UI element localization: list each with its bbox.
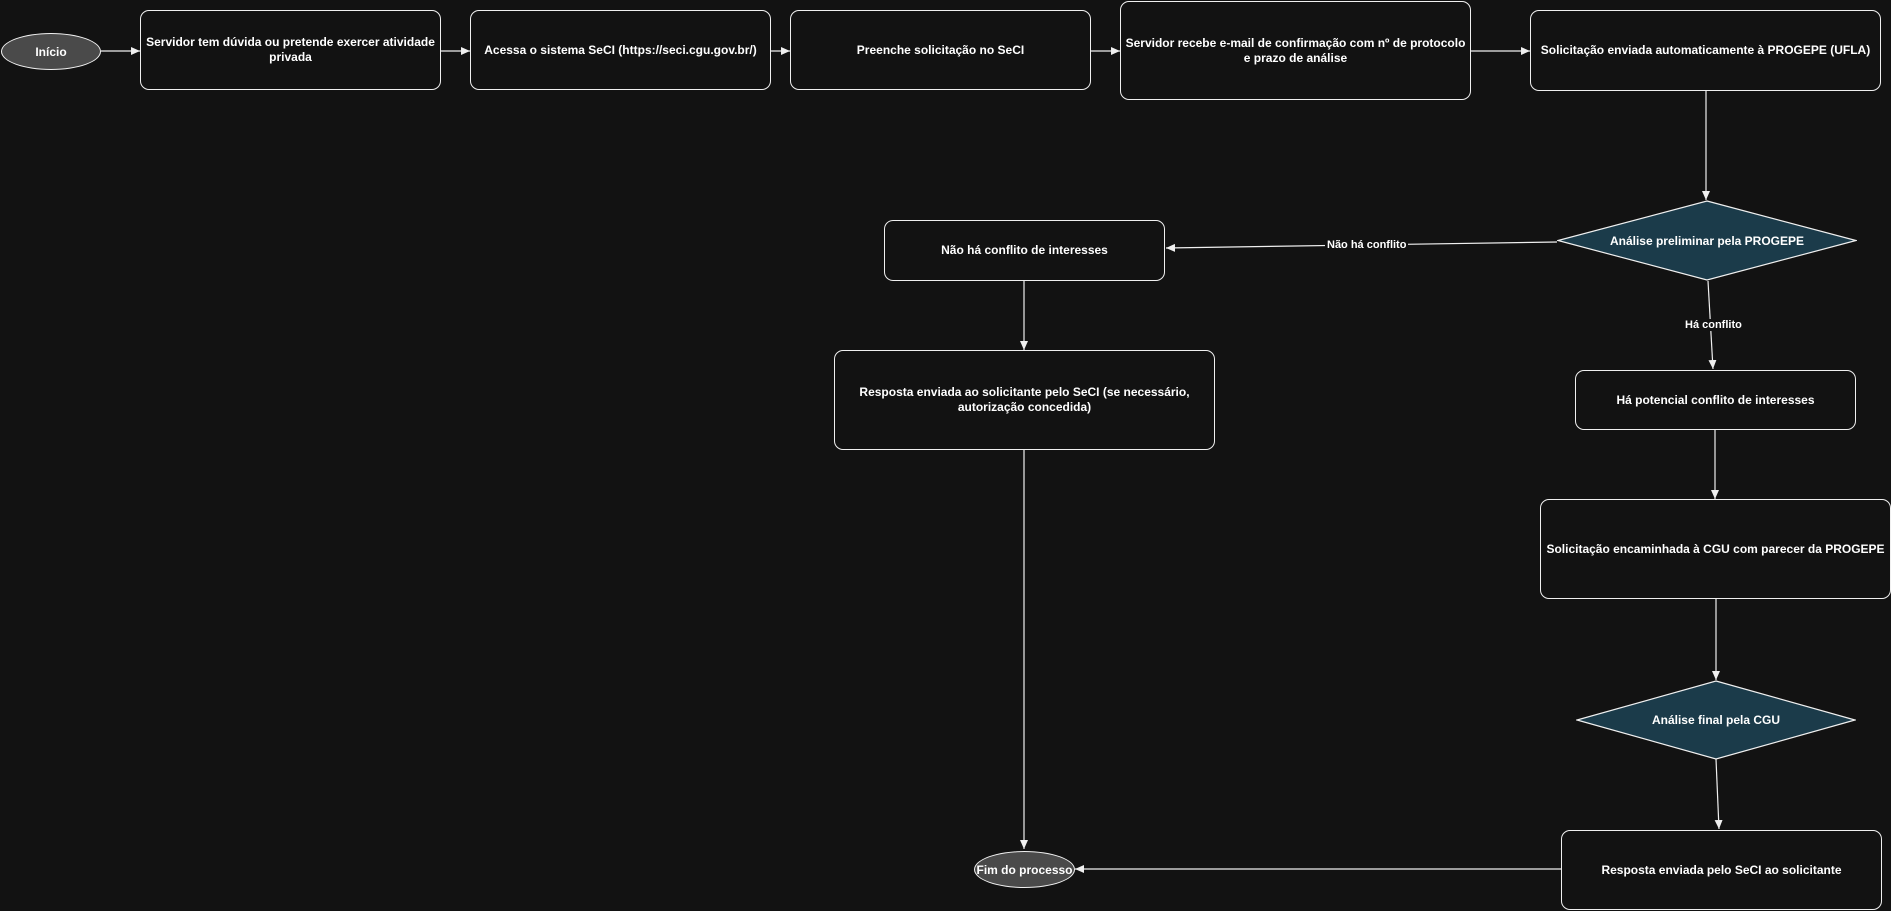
step-fill-request: Preenche solicitação no SeCI xyxy=(790,10,1091,90)
decision-prelim-progepe: Análise preliminar pela PROGEPE xyxy=(1557,200,1857,281)
end-node: Fim do processo xyxy=(974,851,1075,888)
decision-final-label: Análise final pela CGU xyxy=(1651,713,1781,727)
step-forward-cgu: Solicitação encaminhada à CGU com parece… xyxy=(1540,499,1891,599)
decision-final-cgu: Análise final pela CGU xyxy=(1576,680,1856,760)
decision-prelim-label: Análise preliminar pela PROGEPE xyxy=(1609,233,1805,248)
step-response-ok: Resposta enviada ao solicitante pelo SeC… xyxy=(834,350,1215,450)
step-access-seci: Acessa o sistema SeCI (https://seci.cgu.… xyxy=(470,10,771,90)
step-response-cgu: Resposta enviada pelo SeCI ao solicitant… xyxy=(1561,830,1882,910)
edge-label-conflict: Há conflito xyxy=(1683,319,1744,331)
step-doubt: Servidor tem dúvida ou pretende exercer … xyxy=(140,10,441,90)
step-potential-conflict: Há potencial conflito de interesses xyxy=(1575,370,1856,430)
step-sent-progepe: Solicitação enviada automaticamente à PR… xyxy=(1530,10,1881,91)
edge-label-no-conflict: Não há conflito xyxy=(1325,239,1409,251)
step-email-confirmation: Servidor recebe e-mail de confirmação co… xyxy=(1120,1,1471,100)
start-node: Início xyxy=(1,33,101,70)
step-no-conflict: Não há conflito de interesses xyxy=(884,220,1165,281)
edge-final-responsecgu xyxy=(1714,758,1723,830)
